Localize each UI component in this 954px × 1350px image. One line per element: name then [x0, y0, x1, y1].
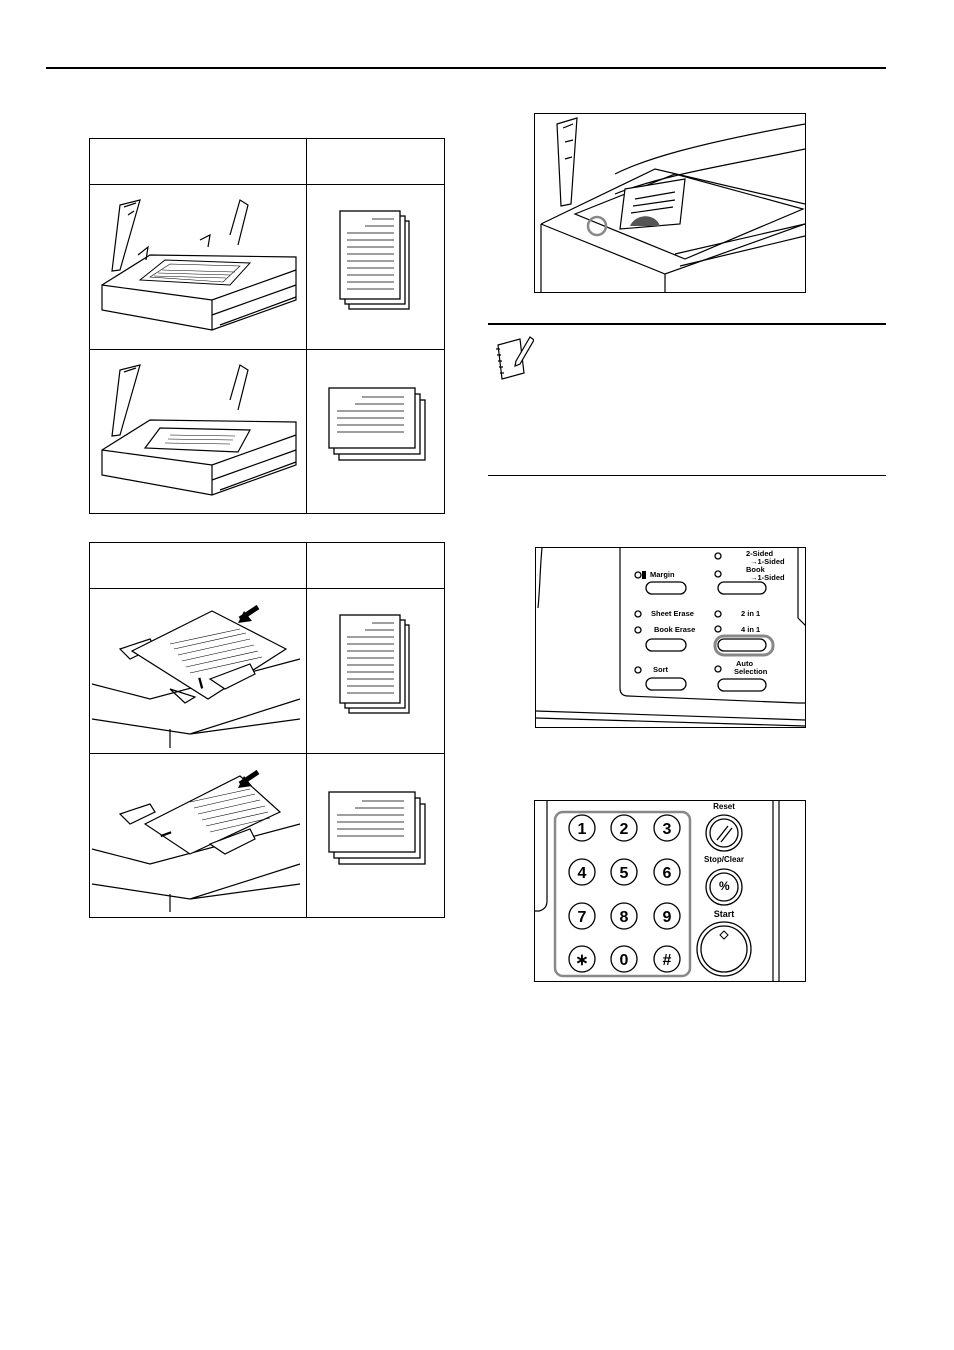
keypad-key-5 — [653, 858, 681, 886]
platen-orientation-table — [89, 138, 445, 514]
keypad-key-label: 3 — [663, 821, 672, 838]
book-erase-label: Book Erase — [654, 625, 695, 634]
book-sub-label: →1-Sided — [750, 573, 785, 582]
stop-clear-glyph: % — [719, 879, 730, 893]
four-in-one-button-highlight — [713, 634, 775, 657]
two-sided-label: 2-Sided — [746, 549, 774, 558]
keypad-key-label: 6 — [663, 865, 672, 882]
header-cell-original — [89, 542, 307, 589]
margin-label: Margin — [650, 570, 675, 579]
keypad-key-3 — [568, 858, 596, 886]
keypad-key-1 — [610, 814, 638, 842]
keypad-key-7 — [610, 902, 638, 930]
feeder-portrait-illustration: I — [89, 588, 307, 754]
keypad-key-2 — [653, 814, 681, 842]
start-label: Start — [714, 909, 735, 919]
auto-selection-label: Auto — [736, 659, 753, 668]
keypad-key-label: 5 — [620, 865, 629, 882]
keypad-key-label: 9 — [663, 909, 672, 926]
landscape-result-icon — [306, 349, 445, 514]
reset-label: Reset — [713, 802, 735, 811]
two-sided-sub-label: →1-Sided — [750, 557, 785, 566]
keypad-key-10 — [610, 945, 638, 973]
stop-clear-label: Stop/Clear — [704, 855, 744, 864]
sheet-erase-label: Sheet Erase — [651, 609, 694, 618]
start-glyph — [719, 930, 729, 940]
feeder-landscape-illustration: I — [89, 753, 307, 918]
keypad-key-4 — [610, 858, 638, 886]
note-top-rule — [488, 323, 886, 325]
keypad-key-label: 1 — [578, 821, 587, 838]
header-cell-result — [306, 542, 445, 589]
sort-label: Sort — [653, 665, 669, 674]
svg-text:I: I — [156, 830, 173, 840]
place-original-illustration — [534, 113, 806, 293]
keypad-key-11 — [653, 945, 681, 973]
note-icon — [492, 333, 535, 386]
keypad-key-label: 0 — [620, 952, 629, 969]
feeder-orientation-table: I — [89, 542, 445, 918]
header-cell-original — [89, 138, 307, 185]
keypad-key-label: 4 — [578, 865, 587, 882]
keypad-key-0 — [568, 814, 596, 842]
note-bottom-rule — [488, 475, 886, 476]
header-rule — [46, 67, 886, 69]
four-in-one-label: 4 in 1 — [741, 625, 760, 634]
keypad-key-9 — [568, 945, 596, 973]
header-cell-result — [306, 138, 445, 185]
landscape-result-icon — [306, 753, 445, 918]
keypad-key-label: 2 — [620, 821, 629, 838]
platen-portrait-illustration — [89, 184, 307, 350]
keypad-key-label: 8 — [620, 909, 629, 926]
keypad-key-8 — [653, 902, 681, 930]
keypad-key-label: 7 — [578, 909, 587, 926]
keypad-key-6 — [568, 902, 596, 930]
auto-selection-sub-label: Selection — [734, 667, 768, 676]
svg-text:I: I — [197, 675, 206, 693]
book-label: Book — [746, 565, 766, 574]
control-panel-illustration: Margin Sheet Erase Book Erase Sort 2-Sid… — [535, 547, 806, 728]
portrait-result-icon — [306, 184, 445, 350]
portrait-result-icon — [306, 588, 445, 754]
keypad-key-label: ∗ — [575, 952, 588, 969]
platen-landscape-illustration — [89, 349, 307, 514]
two-in-one-label: 2 in 1 — [741, 609, 760, 618]
keypad-key-label: # — [663, 952, 672, 969]
keypad-illustration: 1 2 3 4 5 6 7 8 9 ∗ 0 # % Reset Stop/Clear Start — [534, 800, 806, 982]
keypad-highlight — [553, 810, 692, 978]
